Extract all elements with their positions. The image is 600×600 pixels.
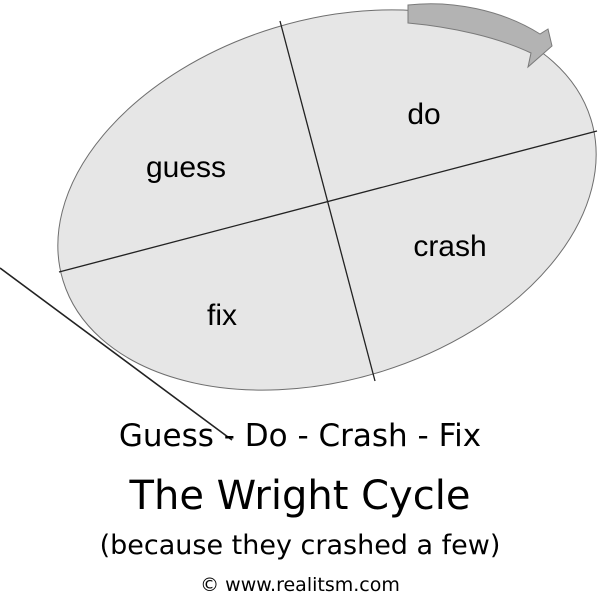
copyright-notice: © www.realitsm.com <box>200 574 400 596</box>
quadrant-label-fix: fix <box>207 299 237 332</box>
quadrant-label-do: do <box>407 98 440 131</box>
diagram-subtitle: (because they crashed a few) <box>99 530 501 561</box>
quadrant-label-guess: guess <box>146 151 226 184</box>
diagram-title: The Wright Cycle <box>129 473 471 519</box>
divider-horizontal <box>58 130 598 273</box>
quadrant-label-crash: crash <box>413 230 486 263</box>
diagonal-line <box>0 267 233 441</box>
cycle-steps-caption: Guess - Do - Crash - Fix <box>118 418 482 454</box>
cycle-ellipse <box>57 9 597 391</box>
cycle-arrow <box>407 3 553 69</box>
